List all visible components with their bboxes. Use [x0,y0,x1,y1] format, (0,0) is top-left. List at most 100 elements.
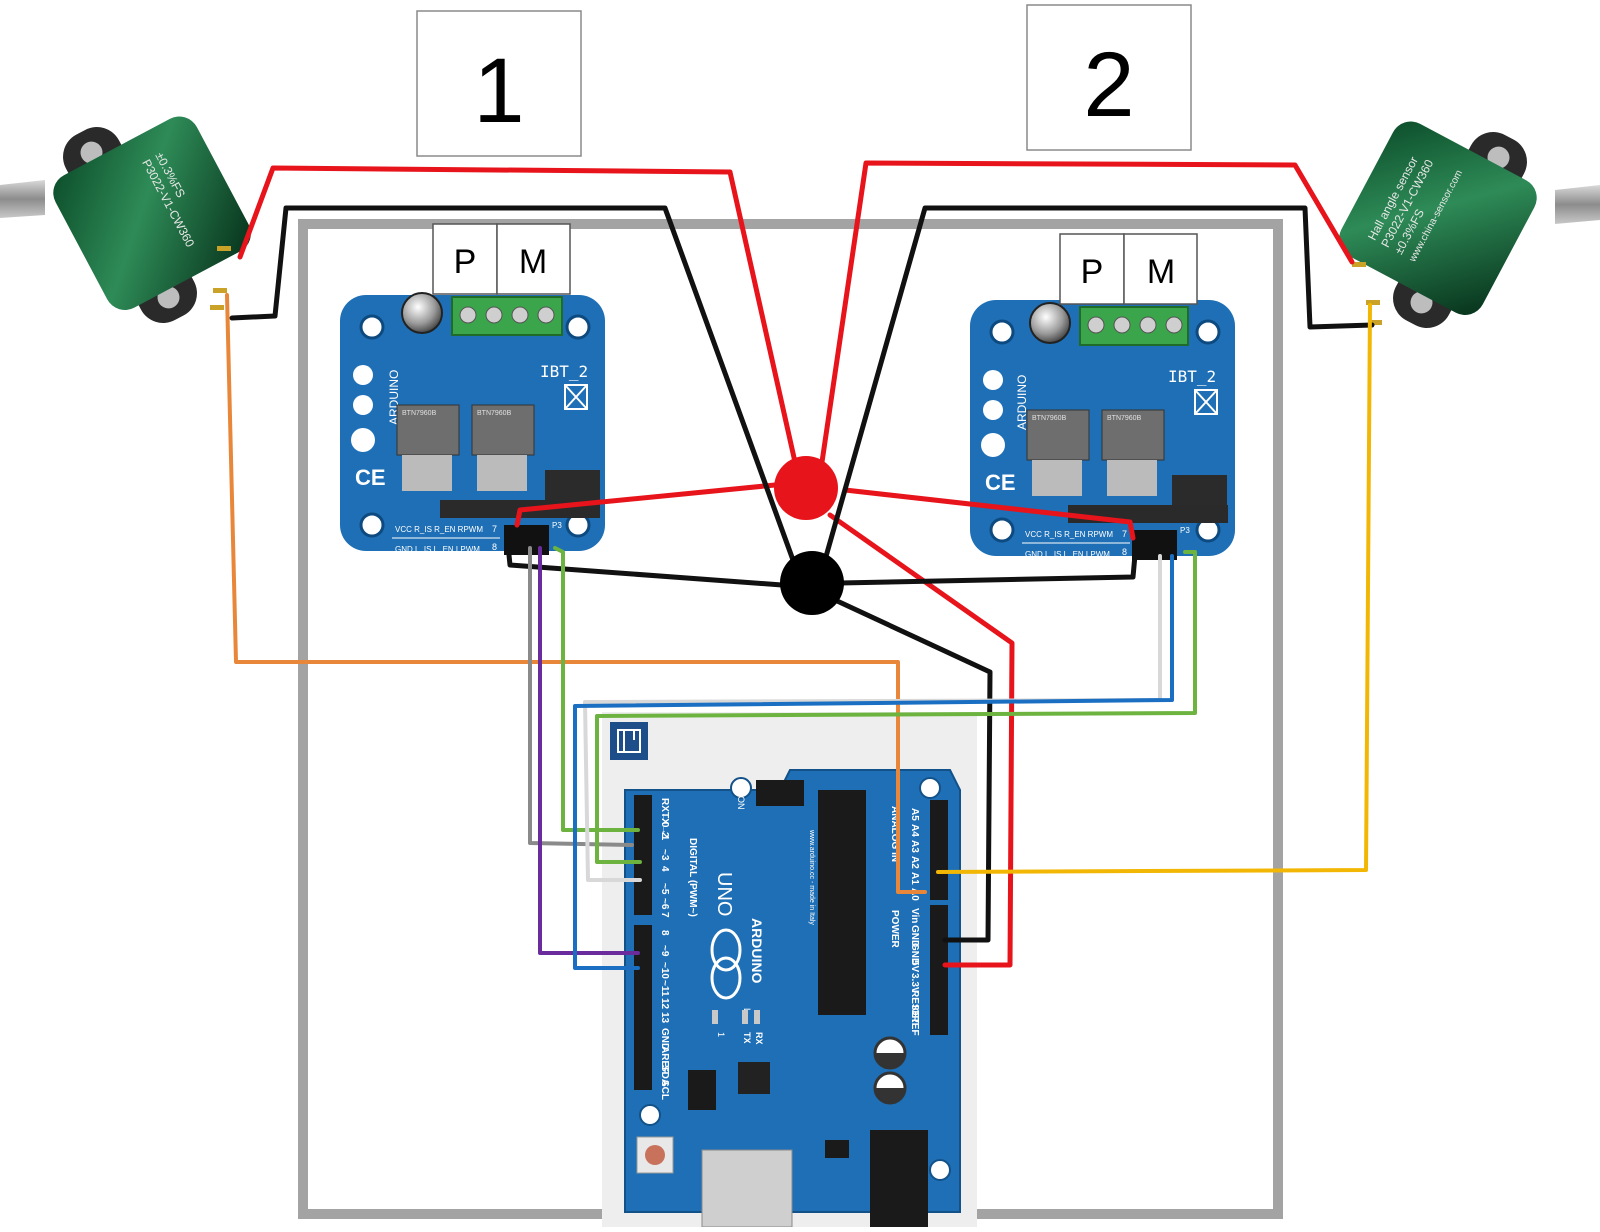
power-pin-label: IOREF [909,1005,920,1036]
wire-black [229,205,796,563]
wire-black [822,205,1375,563]
driver-pin-row-bottom: GND L_IS L_EN LPWM [395,545,480,554]
wire-orange [225,293,927,894]
one-label: 1 [716,1032,726,1037]
driver-brand: ARDUINO [1015,375,1029,430]
analog-pin-label: A5 [909,808,920,821]
digital-pin-label: ~5 [659,883,670,895]
power-pin-label: 3.3V [909,973,920,994]
svg-text:CE: CE [355,465,386,490]
motor-driver-1: IBT_2 ARDUINO CE BTN7960B BTN7960B VCC R… [340,292,605,555]
digital-pin-label: ~10 [659,962,670,979]
analog-pin-label: A4 [909,824,920,837]
power-section-label: POWER [889,910,900,949]
driver-pin-p3: P3 [552,521,562,530]
driver-pin-num: 8 [1122,547,1127,557]
digital-pin-label: ~9 [659,945,670,957]
label-box-2-text: 2 [1083,34,1134,136]
atmega-chip [818,790,866,1015]
wire-green [595,550,1197,864]
label-m-2: M [1123,233,1198,305]
digital-pin-label: ~6 [659,898,670,910]
digital-pin-label: GND [659,1028,670,1050]
driver-pin-num: 7 [1122,529,1127,539]
svg-text:P: P [1081,253,1104,291]
svg-text:P: P [454,243,477,281]
svg-text:M: M [519,243,547,281]
wire-red [514,482,778,528]
analog-pin-label: A1 [909,872,920,885]
chip-label: BTN7960B [1107,415,1142,422]
label-m-1: M [496,223,571,295]
wire-green [553,546,640,832]
analog-pin-label: A0 [909,888,920,901]
power-pin-label: GND [909,925,920,947]
power-header [930,905,948,1035]
hall-angle-sensor-2: Hall angle sensor P3022-V1-CW360 ±0.3%FS… [1339,121,1600,328]
driver-name: IBT_2 [540,362,588,381]
on-led-label: ON [736,796,746,810]
label-p-2: P [1059,233,1125,305]
chip-label: BTN7960B [477,410,512,417]
digital-pin-label: ~3 [659,849,670,861]
capacitor [1029,302,1071,344]
arduino-made-in: www.arduino.cc - made in Italy [808,829,815,925]
wire-black [832,597,993,943]
digital-pin-label: 7 [659,912,670,918]
wires [225,160,1375,970]
tx-label: TX [742,1032,752,1044]
arduino-model-text: UNO [713,872,735,916]
chip-label: BTN7960B [402,410,437,417]
analog-section-label: ANALOG IN [889,806,900,862]
motor-driver-2: IBT_2 ARDUINO CE BTN7960B BTN7960B VCC R… [970,300,1235,560]
digital-pin-label: RX←0 [659,798,670,828]
driver-pin-row-bottom: GND L_IS L_EN LPWM [1025,550,1110,559]
driver-header [1132,530,1177,560]
analog-pin-label: A3 [909,840,920,853]
analog-pin-label: A2 [909,856,920,869]
wire-purple [538,546,640,955]
mosfet-chip [1026,409,1090,461]
digital-pin-label: SCL [659,1080,670,1100]
rx-label: RX [754,1032,764,1045]
label-box-2: 2 [1026,4,1192,151]
digital-pin-label: 8 [659,930,670,936]
reset-button [636,1136,674,1174]
usb-port [701,1149,793,1228]
arduino-logo-text: ARDUINO [749,918,765,983]
digital-section-label: DIGITAL (PWM~) [687,838,698,917]
wire-black [505,542,785,588]
analog-header [930,800,948,900]
digital-header-bottom [634,925,652,1090]
mosfet-chip [471,404,535,456]
svg-text:M: M [1147,253,1175,291]
capacitor [401,292,443,334]
digital-header-top [634,795,652,915]
power-pin-label: GND [909,943,920,965]
driver-pin-p3: P3 [1180,526,1190,535]
power-pin-label: RESET [909,990,920,1023]
mosfet-chip [396,404,460,456]
driver-pin-num: 7 [492,524,497,534]
power-jack [870,1130,928,1227]
digital-pin-label: AREF [659,1046,670,1073]
wire-blue [573,554,1174,970]
wire-red [842,487,1136,541]
chip-label: BTN7960B [1032,415,1067,422]
wire-black [837,552,1138,586]
arduino-uno: RX←0 TX→1 2 ~3 4 ~5 ~6 7 8 ~9 ~10 ~11 12… [602,712,977,1228]
label-box-1: 1 [416,10,582,157]
label-p-1: P [432,223,498,295]
junction-node-vcc [774,456,838,520]
hall-angle-sensor-1: P3022-V1-CW360 ±0.3%FS [0,116,251,323]
power-pin-label: 5V [909,960,920,973]
digital-pin-label: 4 [659,866,670,872]
digital-pin-label: 13 [659,1012,670,1024]
digital-pin-label: 12 [659,998,670,1010]
junction-node-gnd [780,551,844,615]
wire-red [819,160,1355,465]
driver-pin-row-top: VCC R_IS R_EN RPWM [395,525,483,534]
label-box-1-text: 1 [473,40,524,142]
digital-pin-label: ~11 [659,980,670,997]
